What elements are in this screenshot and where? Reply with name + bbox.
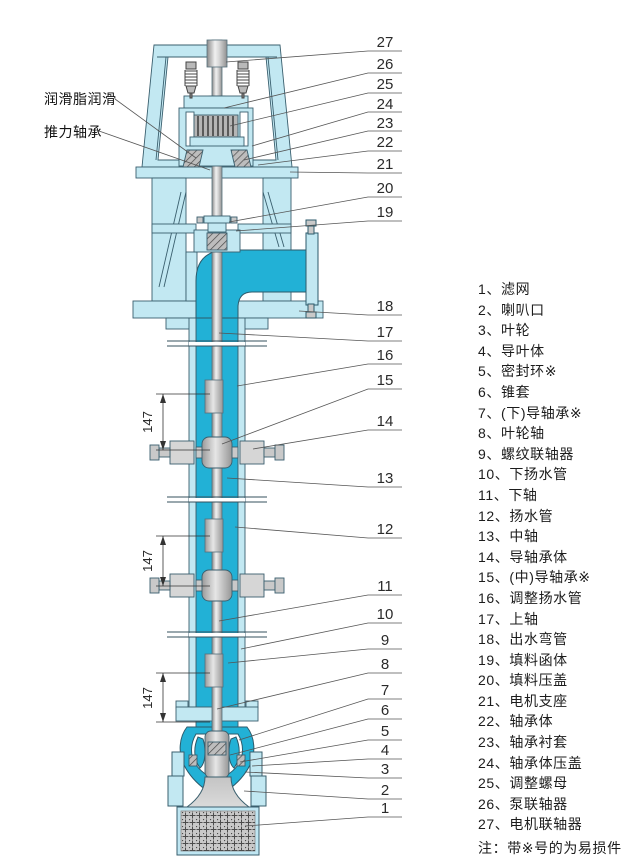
callout-numbers: 27 26 25 24 23 22 21 20 19 18 17 16 15 1… (377, 34, 394, 817)
label-grease-lubrication: 润滑脂润滑 (44, 91, 117, 107)
callout-15: 15 (377, 372, 394, 389)
parts-list-item: 12、扬水管 (478, 507, 554, 524)
parts-list-item: 6、锥套 (478, 383, 531, 400)
ribbed-coupling (193, 114, 239, 138)
motor-coupling (206, 39, 228, 68)
thrust-bearing-assembly (178, 61, 254, 168)
callout-18: 18 (377, 298, 394, 315)
left-label-leaders (98, 98, 211, 171)
callout-leader-lines (216, 50, 402, 827)
parts-list-item: 21、电机支座 (478, 692, 568, 709)
callout-11: 11 (377, 578, 393, 595)
dimension-value: 147 (140, 411, 155, 433)
shaft-coupling (204, 379, 224, 414)
parts-list: 1、滤网 2、喇叭口 3、叶轮 4、导叶体 5、密封环※ 6、锥套 7、(下)导… (478, 279, 622, 858)
callout-9: 9 (381, 632, 389, 649)
parts-list-item: 11、下轴 (478, 486, 538, 503)
callout-6: 6 (381, 702, 389, 719)
adjusting-stud (184, 61, 198, 99)
parts-list-item: 23、轴承衬套 (478, 734, 568, 751)
packing (206, 232, 228, 251)
parts-list-item: 17、上轴 (478, 610, 539, 627)
gland-flange (203, 215, 231, 224)
callout-3: 3 (381, 761, 389, 778)
dimension-147-upper: 147 (140, 393, 210, 451)
stuffing-box (193, 215, 241, 253)
dimension-147-lower: 147 (140, 672, 210, 723)
callout-12: 12 (377, 521, 394, 538)
callout-19: 19 (377, 204, 394, 221)
adjusting-stud (236, 61, 250, 99)
parts-list-item: 27、电机联轴器 (478, 816, 583, 833)
callout-14: 14 (377, 413, 394, 430)
label-thrust-bearing: 推力轴承 (44, 124, 102, 140)
parts-list-item: 9、螺纹联轴器 (478, 445, 574, 462)
parts-list-item: 5、密封环※ (478, 363, 558, 380)
thrust-bearing-rollers (230, 149, 252, 168)
parts-list-item: 1、滤网 (478, 281, 531, 297)
seal-ring (188, 754, 198, 767)
dimension-147-middle: 147 (140, 535, 210, 587)
pipe-break-lines (167, 340, 267, 638)
parts-list-item: 20、填料压盖 (478, 672, 568, 689)
parts-list-item: 24、轴承体压盖 (478, 754, 583, 771)
parts-list-item: 3、叶轮 (478, 322, 531, 339)
shaft-coupling (204, 518, 224, 553)
callout-25: 25 (377, 76, 394, 93)
dimension-value: 147 (140, 550, 155, 572)
callout-4: 4 (381, 742, 389, 759)
callout-8: 8 (381, 656, 389, 673)
bowl-hub (188, 730, 246, 779)
parts-list-item: 22、轴承体 (478, 713, 554, 730)
callout-1: 1 (381, 800, 389, 817)
discharge-flange (305, 232, 319, 306)
parts-list-item: 2、喇叭口 (478, 301, 545, 318)
wear-parts-note: 注：带※号的为易损件 (478, 840, 622, 857)
callout-23: 23 (377, 115, 394, 132)
seal-ring (236, 754, 246, 767)
callout-21: 21 (377, 156, 394, 173)
parts-list-item: 7、(下)导轴承※ (478, 404, 583, 421)
parts-list-item: 25、调整螺母 (478, 775, 568, 792)
lower-guide-bearing (207, 741, 227, 756)
callout-27: 27 (377, 34, 394, 51)
dimension-value: 147 (140, 687, 155, 709)
parts-list-item: 13、中轴 (478, 528, 539, 545)
callout-24: 24 (377, 96, 394, 113)
callout-5: 5 (381, 723, 389, 740)
parts-list-item: 18、出水弯管 (478, 631, 568, 648)
callout-10: 10 (377, 606, 394, 623)
threaded-coupling (204, 653, 224, 688)
guide-bearing-spider-upper (149, 436, 285, 469)
callout-20: 20 (377, 180, 394, 197)
callout-16: 16 (377, 347, 394, 364)
callout-26: 26 (377, 56, 394, 73)
parts-list-item: 4、导叶体 (478, 342, 545, 359)
callout-2: 2 (381, 782, 389, 799)
gland-stem (207, 221, 227, 233)
strainer (176, 806, 260, 856)
parts-list-item: 8、叶轮轴 (478, 425, 545, 442)
parts-list-item: 15、(中)导轴承※ (478, 569, 591, 586)
guide-bearing-spider-lower (149, 569, 285, 602)
parts-list-item: 14、导轴承体 (478, 548, 568, 565)
callout-13: 13 (377, 470, 394, 487)
callout-22: 22 (377, 134, 394, 151)
parts-list-item: 26、泵联轴器 (478, 795, 568, 812)
callout-17: 17 (377, 324, 394, 341)
parts-list-item: 10、下扬水管 (478, 466, 568, 483)
parts-list-item: 16、调整扬水管 (478, 589, 583, 606)
parts-list-item: 19、填料函体 (478, 651, 568, 668)
callout-7: 7 (381, 682, 389, 699)
discharge-elbow (195, 219, 319, 319)
